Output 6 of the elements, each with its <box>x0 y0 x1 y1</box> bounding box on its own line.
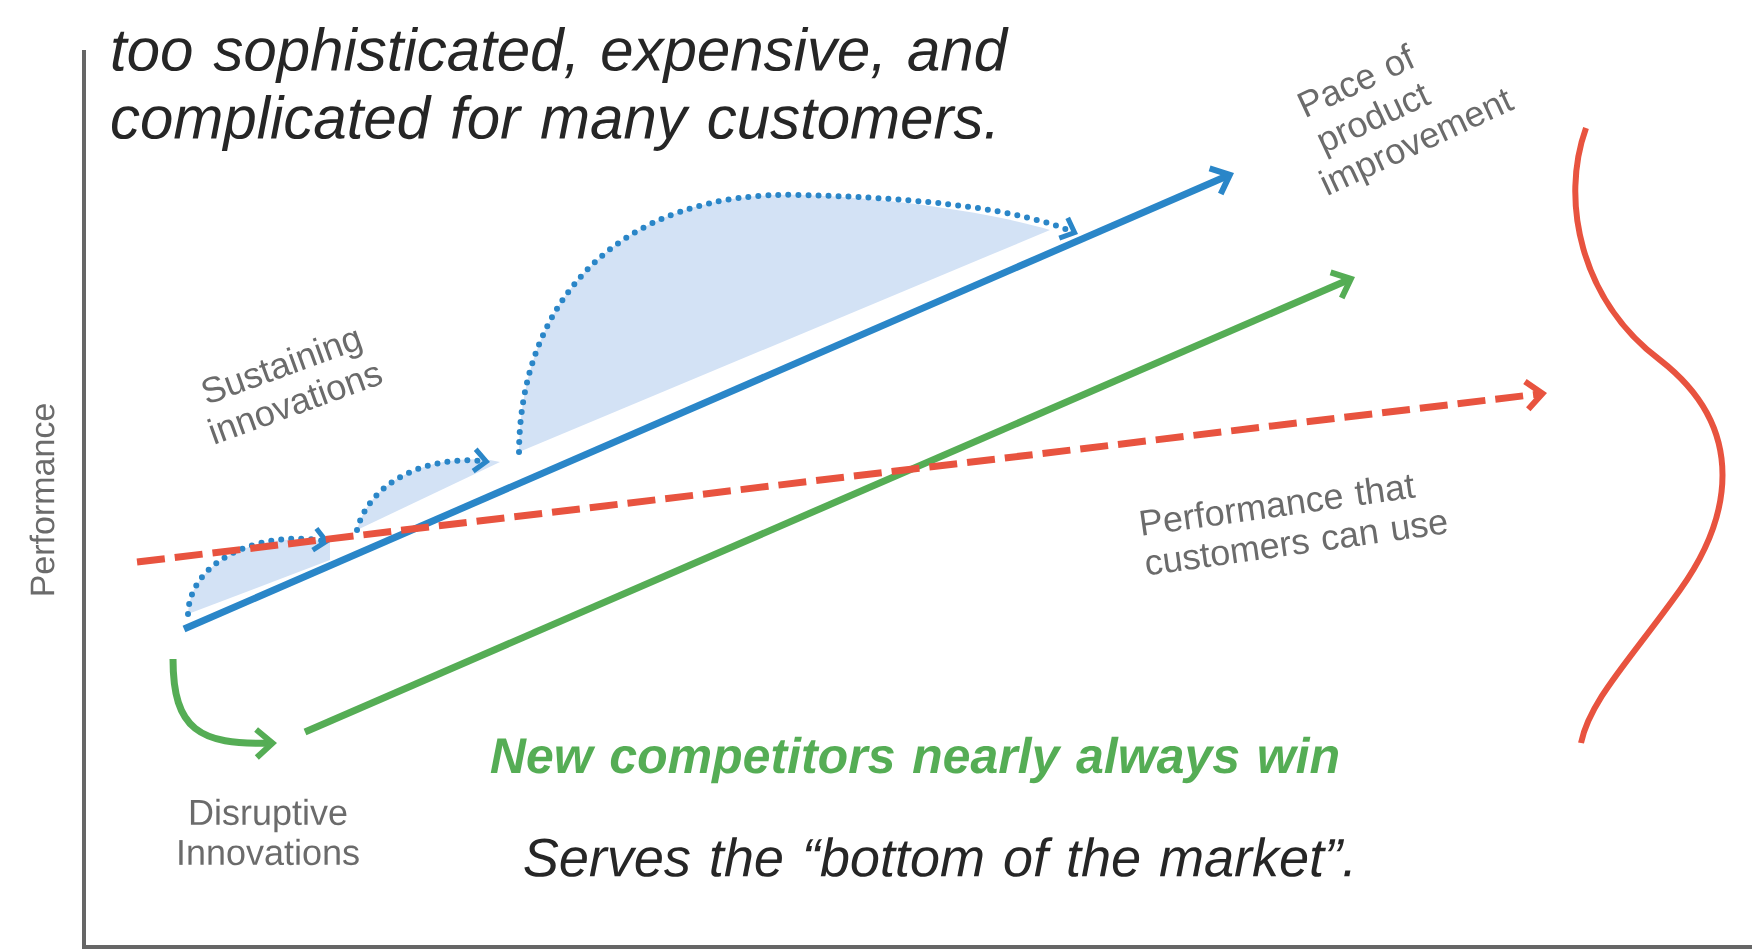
axis-label: Disruptive Innovations <box>179 798 359 866</box>
axis-label: Performance <box>29 404 55 595</box>
headline-text: New competitors nearly always win <box>490 736 1338 784</box>
note-text: Serves the “bottom of the market”. <box>524 837 1351 877</box>
axis-label: Performance that customers can use <box>1140 474 1447 575</box>
note-text: too sophisticated, expensive, and complicated for many customers. <box>112 27 1009 151</box>
